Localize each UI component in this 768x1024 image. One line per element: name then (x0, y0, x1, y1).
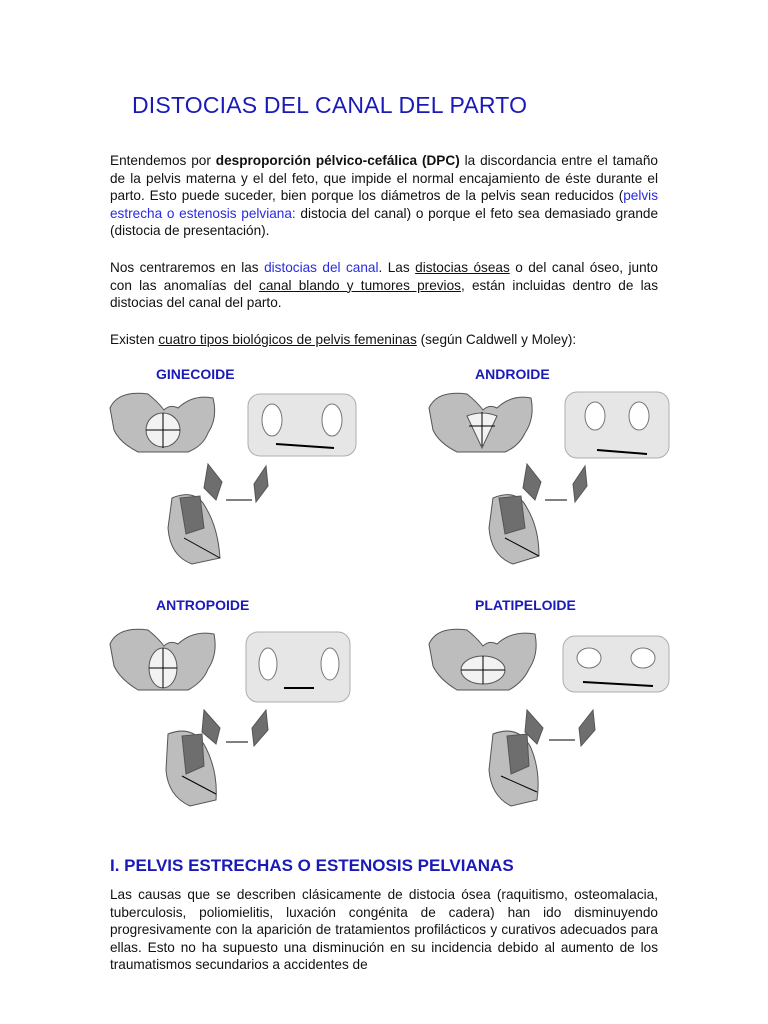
text-run: distocia del canal) o porque el feto sea… (110, 205, 659, 239)
label-androide: ANDROIDE (475, 366, 550, 382)
figure-platipeloide (427, 624, 687, 810)
pelvis-lateral-view (488, 708, 596, 807)
label-ginecoide: GINECOIDE (156, 366, 235, 382)
figure-antropoide (108, 624, 368, 810)
text-run: Entendemos por (110, 153, 216, 168)
section-heading: I. PELVIS ESTRECHAS O ESTENOSIS PELVIANA… (110, 856, 514, 875)
link-distocias-oseas[interactable]: distocias óseas (415, 260, 510, 275)
pelvis-inlet-view (245, 631, 351, 703)
pelvis-front-view (109, 392, 216, 453)
text-run: la discordancia entre el tamaño de la pe… (110, 153, 658, 204)
bold-term: desproporción pélvico-cefálica (DPC) (215, 153, 460, 168)
link-distocias-canal[interactable]: distocias del canal (264, 260, 379, 275)
text-run: Existen (110, 332, 159, 347)
causes-paragraph: Las causas que se describen clásicamente… (110, 887, 658, 973)
text-run: , están incluidas dentro de las distocia… (110, 277, 659, 311)
label-antropoide: ANTROPOIDE (156, 597, 250, 613)
text-run: Nos centraremos en las (110, 260, 265, 275)
types-intro-paragraph: Existen cuatro tipos biológicos de pelvi… (110, 331, 658, 349)
label-platipeloide: PLATIPELOIDE (475, 597, 576, 613)
pelvis-front-view (428, 628, 537, 691)
text-run: . Las (378, 260, 416, 275)
pelvis-inlet-view (247, 393, 357, 457)
text-run: (según Caldwell y Moley): (416, 332, 577, 347)
link-tipos-pelvis[interactable]: cuatro tipos biológicos de pelvis femeni… (158, 332, 417, 347)
pelvis-lateral-view (165, 708, 269, 807)
page-title: DISTOCIAS DEL CANAL DEL PARTO (132, 92, 528, 118)
pelvis-front-view (109, 628, 216, 691)
text-run: o del canal óseo, junto con las anomalía… (110, 260, 658, 293)
pelvis-lateral-view (488, 462, 588, 565)
pelvis-inlet-view (562, 635, 670, 693)
link-pelvis-estrecha[interactable]: pelvis estrecha o estenosis pelviana: (110, 188, 658, 221)
canal-paragraph: Nos centraremos en las distocias del can… (110, 259, 658, 312)
pelvis-inlet-view (564, 391, 670, 459)
pelvis-lateral-view (167, 462, 269, 565)
figure-androide (427, 388, 687, 568)
figure-ginecoide (108, 388, 368, 568)
intro-paragraph: Entendemos por desproporción pélvico-cef… (110, 152, 658, 240)
link-canal-blando[interactable]: canal blando y tumores previos (259, 277, 461, 293)
pelvis-front-view (428, 392, 533, 453)
